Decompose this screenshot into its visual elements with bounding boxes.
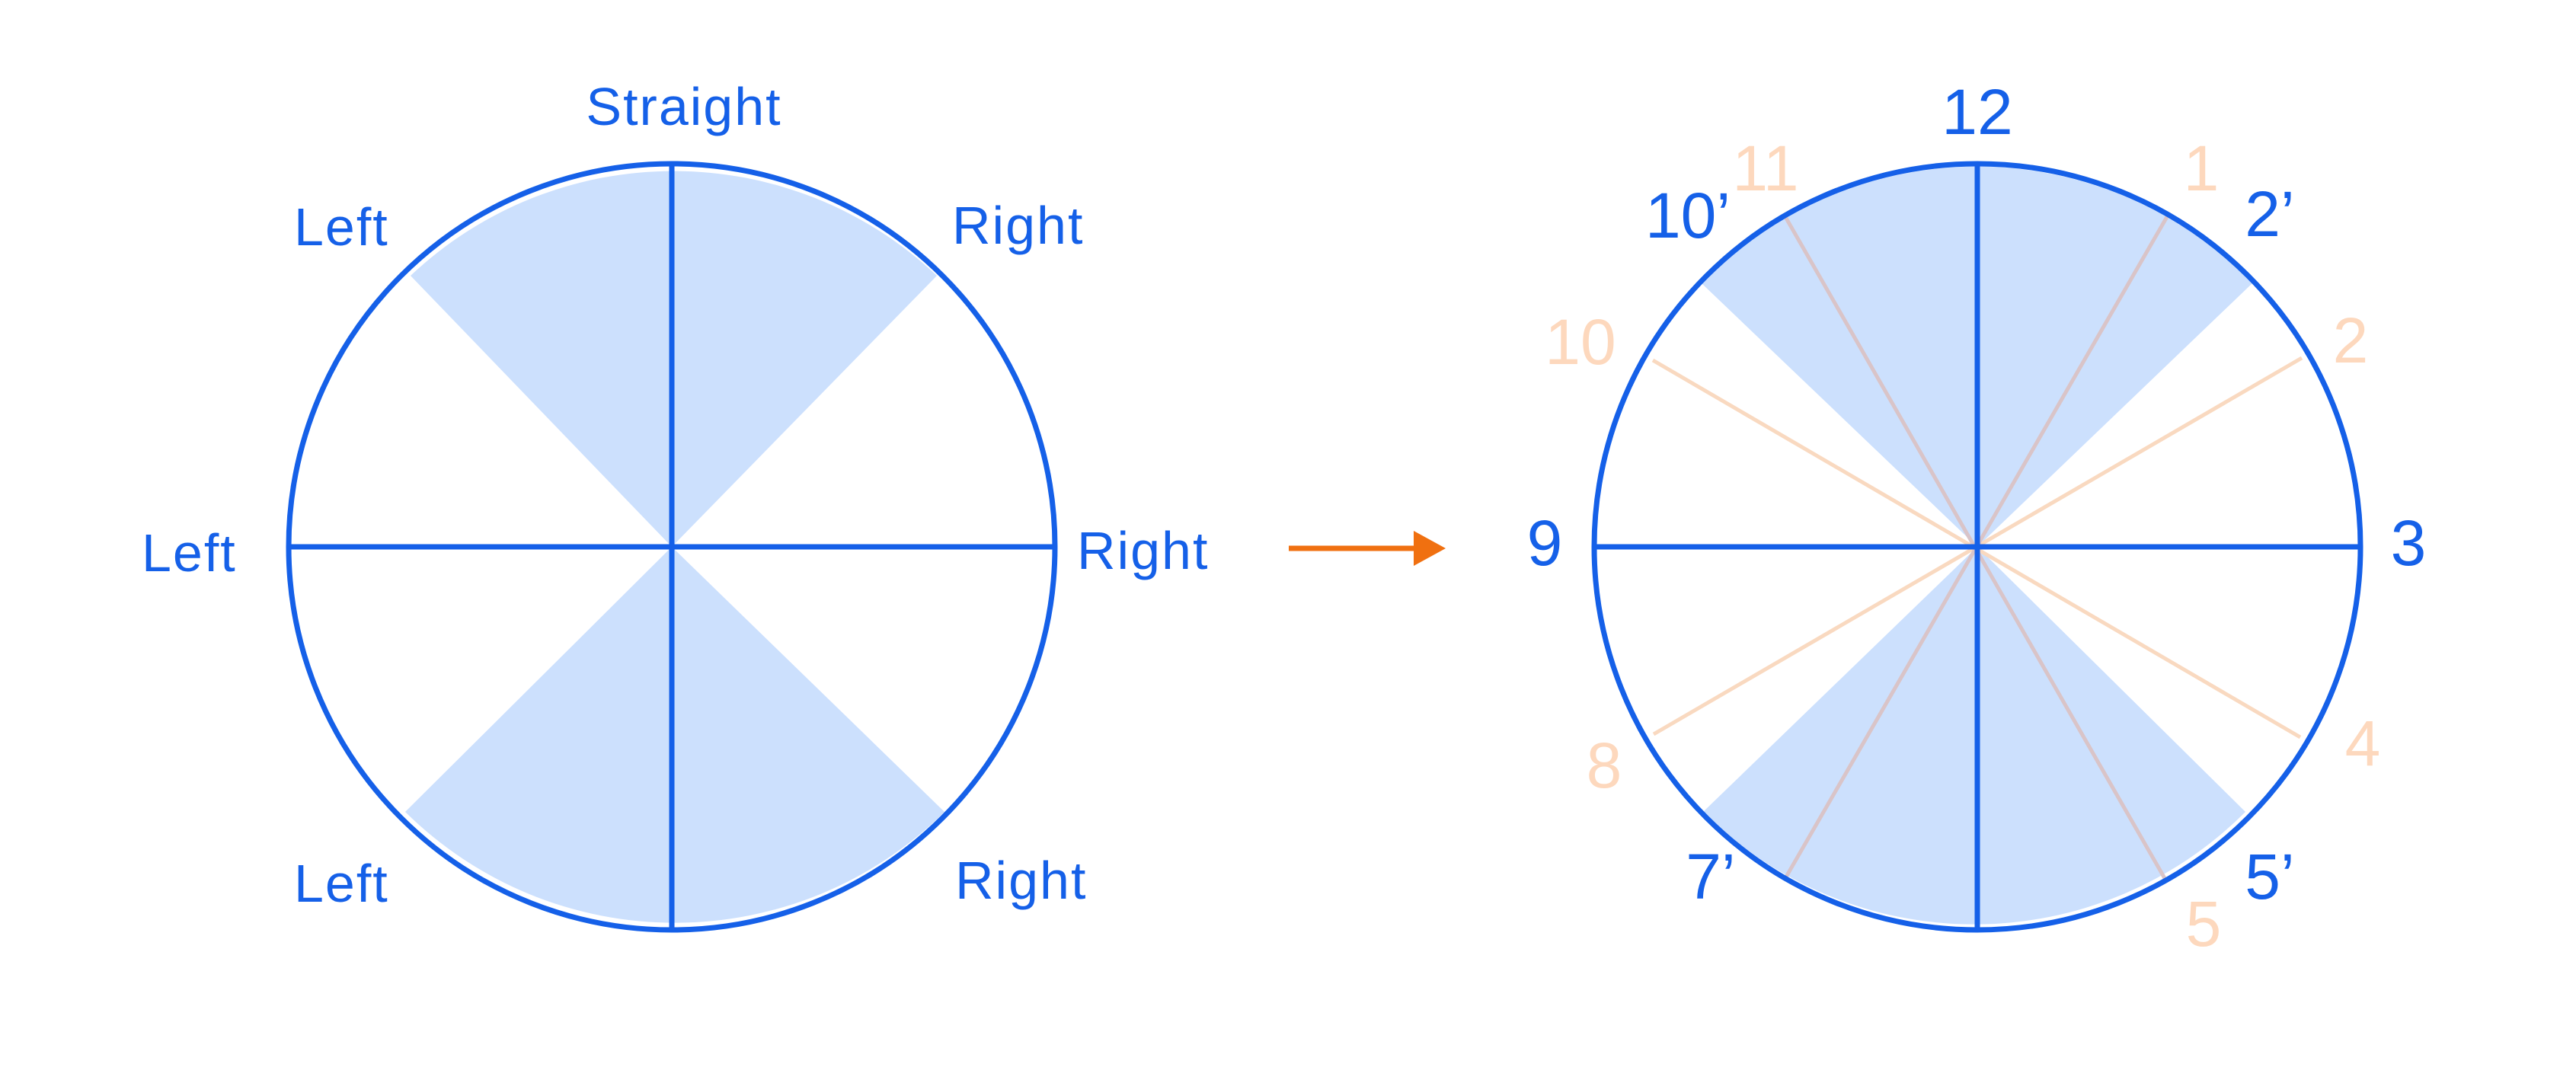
- middle-right-label: Right: [1077, 521, 1209, 580]
- label-2: 2: [2333, 305, 2369, 376]
- straight-label: Straight: [586, 77, 781, 136]
- label-5-prime: 5’: [2245, 841, 2294, 912]
- label-4: 4: [2345, 708, 2381, 779]
- label-12: 12: [1942, 76, 2012, 148]
- backward-sector: [405, 547, 944, 923]
- middle-left-label: Left: [142, 523, 237, 583]
- upper-right-label: Right: [952, 196, 1084, 255]
- label-2-prime: 2’: [2245, 178, 2294, 250]
- label-7-prime: 7’: [1686, 841, 1735, 912]
- label-10: 10: [1545, 306, 1616, 378]
- label-1: 1: [2184, 133, 2220, 204]
- clock-circle: 12 3 9 10’ 2’ 7’ 5’ 11 1 10 2 8 4 5: [1527, 76, 2427, 960]
- clock-backward-sector: [1703, 547, 2245, 925]
- label-10-prime: 10’: [1645, 180, 1731, 251]
- label-5: 5: [2186, 888, 2222, 960]
- label-9: 9: [1527, 507, 1563, 579]
- label-8: 8: [1587, 730, 1622, 801]
- right-arrow-icon: [1289, 531, 1446, 566]
- direction-circle: Straight Left Right Left Right Left Righ…: [142, 77, 1209, 933]
- arrow-head: [1414, 531, 1446, 566]
- lower-left-label: Left: [294, 854, 389, 913]
- label-11: 11: [1732, 133, 1798, 204]
- label-3: 3: [2391, 507, 2427, 579]
- lower-right-label: Right: [955, 851, 1087, 910]
- upper-left-label: Left: [294, 197, 389, 257]
